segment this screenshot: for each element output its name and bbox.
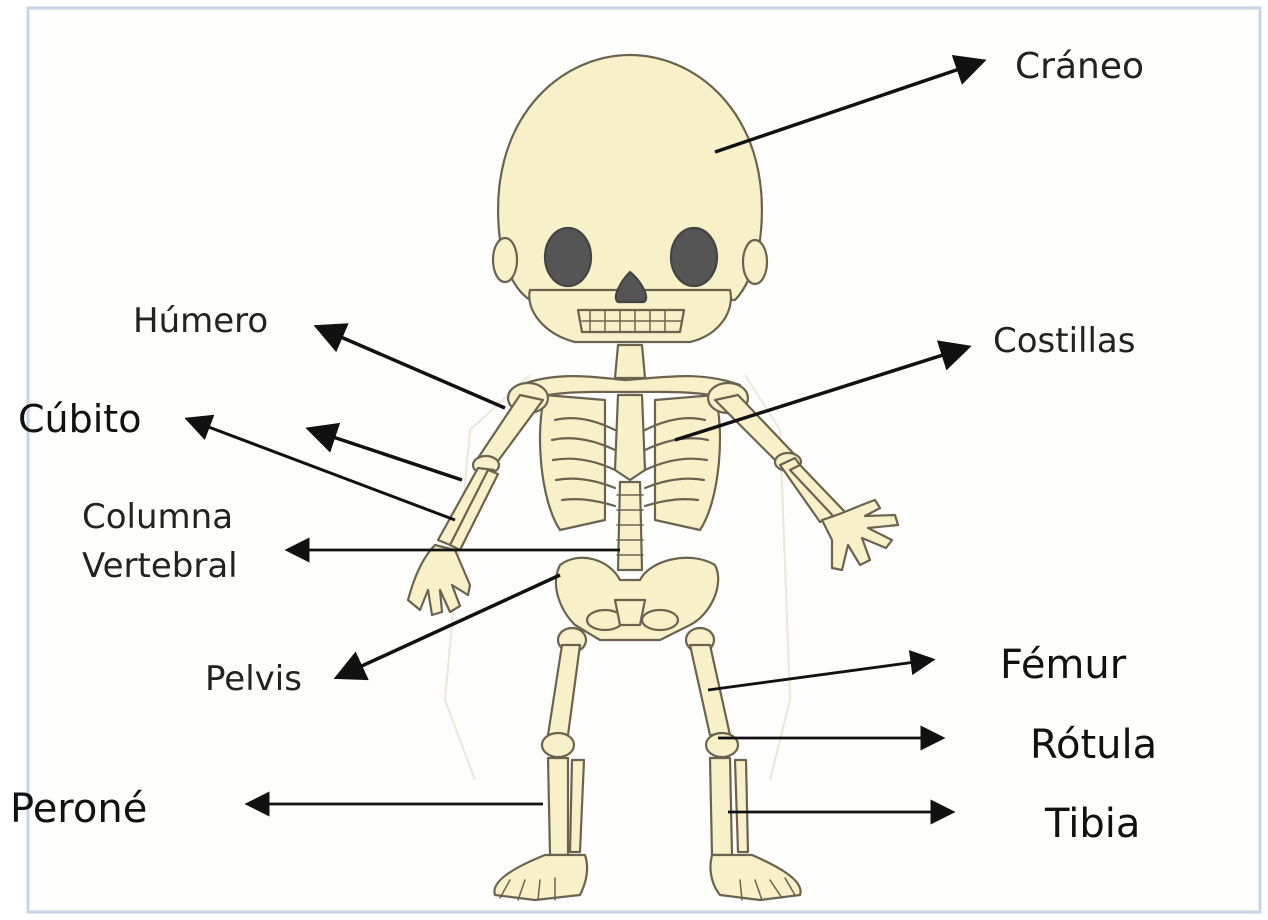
label-tibia: Tibia: [1044, 801, 1140, 847]
left-tibia: [548, 758, 568, 855]
sternum: [615, 395, 645, 480]
right-tibia: [710, 758, 732, 855]
label-costillas: Costillas: [993, 321, 1135, 361]
right-fibula: [735, 760, 748, 852]
left-eye-socket: [545, 228, 591, 286]
label-craneo: Cráneo: [1015, 46, 1144, 87]
label-peronne: Peroné: [10, 786, 147, 832]
label-rotula: Rótula: [1030, 722, 1157, 768]
label-columna-line1: Columna: [82, 497, 233, 537]
label-columna-line2: Vertebral: [82, 546, 238, 586]
right-eye-socket: [671, 228, 717, 286]
label-pelvis: Pelvis: [205, 659, 302, 699]
label-cubito: Cúbito: [18, 397, 141, 441]
left-kneecap: [542, 733, 574, 757]
label-femur: Fémur: [1000, 642, 1127, 688]
label-humero: Húmero: [133, 301, 268, 341]
